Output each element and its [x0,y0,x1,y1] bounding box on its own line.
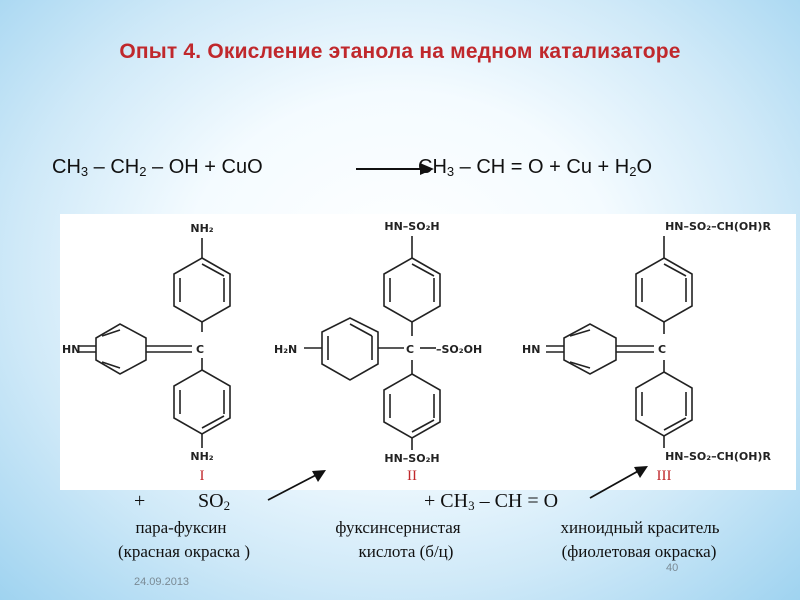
struct-iii-bottom-group: HN–SO₂–CH(OH)R [665,450,771,463]
so2-sub: 2 [223,498,231,513]
so2-text: SO [198,490,224,512]
eq-text: CH [418,156,447,178]
struct-i-left-group: HN [62,343,80,356]
struct-i-center: C [196,343,204,356]
eq-sub: 3 [446,164,455,179]
slide-title: Опыт 4. Окисление этанола на медном ката… [119,40,681,63]
label-i-note: (красная окраска ) [117,542,251,561]
struct-ii-center: C [406,343,414,356]
eq-sub: 2 [629,164,637,179]
eq-text: CH [52,156,81,178]
struct-ii-top-group: HN–SO₂H [384,220,439,233]
eq-sub: 3 [80,164,89,179]
reagents-row: + SO2 + CH3 – CH = O [0,490,800,520]
reaction-arrow-icon [356,163,434,175]
slide-page-number: 40 [666,562,679,574]
eq-sub: 2 [139,164,147,179]
acet-text: + CH [424,490,469,512]
struct-i-numeral: I [200,468,205,484]
equation-reactants: CH3 – CH2 – OH + CuO [52,156,263,179]
struct-ii-right-group: –SO₂OH [436,343,482,356]
struct-iii-top-group: HN–SO₂–CH(OH)R [665,220,771,233]
structure-ii [304,236,441,450]
plus-sign: + [134,490,146,512]
struct-iii-numeral: III [657,468,672,484]
acet-sub: 3 [468,498,475,513]
reaction-equation: CH3 – CH2 – OH + CuO CH3 – CH = O + Cu +… [52,156,752,188]
struct-i-bottom-group: NH₂ [190,450,213,463]
equation-products: CH3 – CH = O + Cu + H2O [418,156,652,179]
eq-text: – OH + CuO [146,156,263,178]
struct-i-top-group: NH₂ [190,222,213,235]
struct-ii-numeral: II [407,468,417,484]
structures-panel: NH₂ HN C NH₂ I HN–SO₂H H₂N C –SO₂OH HN–S… [60,214,796,490]
structures-drawing: NH₂ HN C NH₂ I HN–SO₂H H₂N C –SO₂OH HN–S… [62,220,771,484]
label-ii-note: кислота (б/ц) [358,542,454,561]
label-iii-note: (фиолетовая окраска) [561,542,717,561]
eq-text: O [636,156,652,178]
so2-reagent: SO2 [198,490,230,514]
acet-rest: – CH = O [474,490,559,512]
label-iii-name: хиноидный краситель [560,518,720,537]
structure-i [78,238,231,448]
struct-iii-center: C [658,343,666,356]
label-ii-name: фуксинсернистая [335,518,461,537]
eq-text: – CH = O + Cu + H [454,156,630,178]
slide-date: 24.09.2013 [134,576,190,588]
structure-iii [546,236,693,448]
struct-ii-left-group: H₂N [274,343,297,356]
label-i-name: пара-фуксин [135,518,227,537]
struct-iii-left-group: HN [522,343,540,356]
acetaldehyde-reagent: + CH3 – CH = O [424,490,558,514]
struct-ii-bottom-group: HN–SO₂H [384,452,439,465]
eq-text: – CH [88,156,140,178]
